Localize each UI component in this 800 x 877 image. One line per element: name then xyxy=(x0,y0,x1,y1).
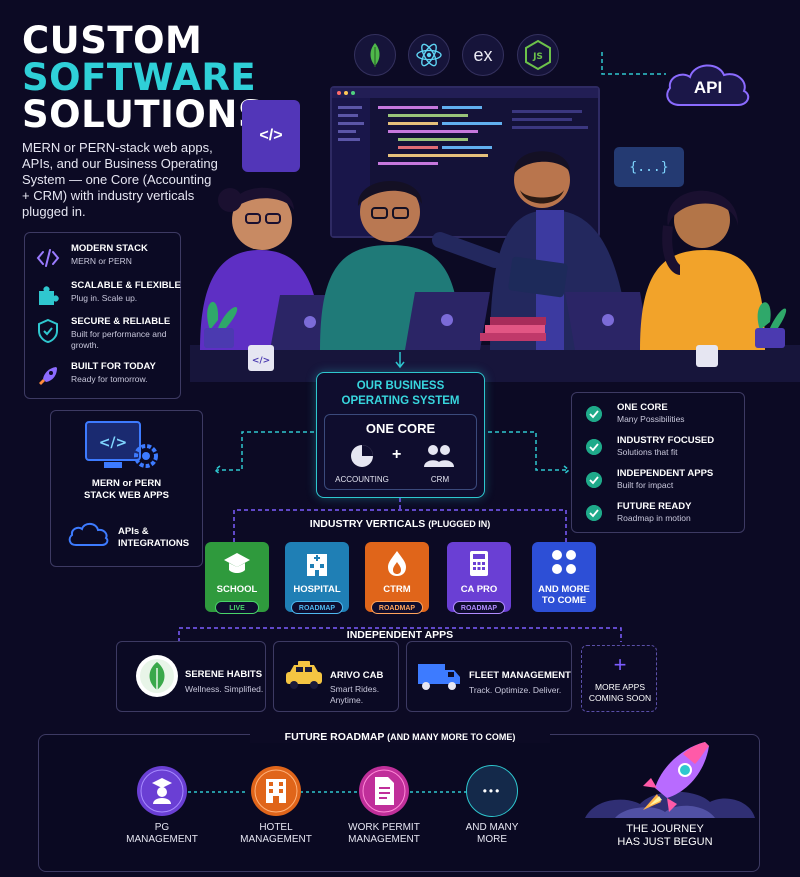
badge-ca-pro: ROADMAP xyxy=(453,601,505,614)
apps-connector xyxy=(178,627,622,642)
vertical-ctrm[interactable]: CTRM xyxy=(365,542,429,612)
title-line-3: SOLUTIONS xyxy=(22,93,265,136)
app-arivo-cab[interactable]: ARIVO CAB Smart Rides.Anytime. xyxy=(273,641,399,712)
os-left-connector xyxy=(213,431,314,475)
rocket-icon xyxy=(39,367,57,385)
api-cloud-icon xyxy=(666,64,750,106)
code-card-icon: </> xyxy=(242,100,300,172)
features-panel: MODERN STACK MERN or PERN SCALABLE & FLE… xyxy=(24,232,181,399)
check-icon xyxy=(586,439,602,455)
verticals-label: INDUSTRY VERTICALS (PLUGGED IN) xyxy=(300,518,500,530)
flame-icon xyxy=(388,551,406,576)
journey-text: THE JOURNEY HAS JUST BEGUN xyxy=(617,823,713,848)
title-line-1: CUSTOM xyxy=(22,19,203,62)
badge-hospital: ROADMAP xyxy=(291,601,343,614)
roadmap-work-permit[interactable] xyxy=(358,765,410,817)
code-brackets-icon xyxy=(36,249,60,267)
leaf-icon xyxy=(136,655,178,697)
feature-modern-stack: MODERN STACK MERN or PERN xyxy=(35,243,180,277)
core-box xyxy=(324,414,477,490)
roadmap-and-more[interactable]: ••• xyxy=(466,765,518,817)
team-illustration: </> xyxy=(190,151,800,382)
title-line-2: SOFTWARE xyxy=(22,56,257,99)
badge-school: LIVE xyxy=(215,601,259,614)
hotel-icon xyxy=(251,766,301,816)
svg-text:</>: </> xyxy=(252,356,270,366)
check-icon xyxy=(586,505,602,521)
business-os-title: OUR BUSINESS OPERATING SYSTEM xyxy=(341,380,460,407)
intro-text: MERN or PERN-stack web apps, APIs, and o… xyxy=(22,140,218,219)
roadmap-pg-management[interactable] xyxy=(136,765,188,817)
accounting-label: ACCOUNTING xyxy=(335,475,389,484)
hospital-icon xyxy=(307,554,327,576)
json-card-icon: {...} xyxy=(614,147,684,187)
shield-icon xyxy=(38,318,58,344)
apps-label: INDEPENDENT APPS xyxy=(330,629,470,641)
scene-to-os-arrow xyxy=(395,352,405,369)
puzzle-icon xyxy=(39,286,59,305)
student-icon xyxy=(137,766,187,816)
developer-4 xyxy=(640,190,765,350)
truck-icon xyxy=(418,664,460,690)
document-icon xyxy=(359,766,409,816)
code-editor-graphic xyxy=(332,88,598,236)
more-apps-card[interactable]: + MORE APPS COMING SOON xyxy=(581,645,657,712)
apis-label: APIs & INTEGRATIONS xyxy=(118,526,190,549)
feature-secure: SECURE & RELIABLE Built for performance … xyxy=(35,316,180,350)
os-right-connector xyxy=(488,431,571,475)
vertical-hospital[interactable]: HOSPITAL xyxy=(285,542,349,612)
plus-icon: + xyxy=(613,652,627,677)
taxi-icon xyxy=(286,661,322,689)
roadmap-label: FUTURE ROADMAP (AND MANY MORE TO COME) xyxy=(250,731,550,743)
benefit-independent-apps: INDEPENDENT APPS Built for impact xyxy=(586,468,741,496)
react-atom-icon xyxy=(408,34,450,76)
page-title: CUSTOM SOFTWARE SOLUTIONS xyxy=(22,22,265,133)
api-connector xyxy=(601,52,666,75)
web-apps-label: MERN or PERN STACK WEB APPS xyxy=(84,478,169,501)
benefit-one-core: ONE CORE Many Possibilities xyxy=(586,402,741,430)
app-serene-habits[interactable]: SERENE HABITS Wellness. Simplified. xyxy=(116,641,266,712)
dots-icon: ••• xyxy=(482,784,502,798)
check-icon xyxy=(586,406,602,422)
crm-label: CRM xyxy=(430,475,450,484)
benefit-industry-focused: INDUSTRY FOCUSED Solutions that fit xyxy=(586,435,741,463)
vertical-school[interactable]: SCHOOL xyxy=(205,542,269,612)
graduation-cap-icon xyxy=(224,553,250,573)
calculator-icon xyxy=(470,551,488,576)
rocket-illustration xyxy=(585,742,755,818)
roadmap-connector xyxy=(188,791,468,793)
badge-ctrm: ROADMAP xyxy=(371,601,423,614)
core-title: ONE CORE xyxy=(365,421,436,436)
roadmap-hotel-management[interactable] xyxy=(250,765,302,817)
nodejs-icon: JS xyxy=(517,34,559,76)
express-icon: ex xyxy=(462,34,504,76)
grid-circles-icon xyxy=(552,550,576,574)
feature-scalable: SCALABLE & FLEXIBLE Plug in. Scale up. xyxy=(35,280,181,314)
benefit-future-ready: FUTURE READY Roadmap in motion xyxy=(586,501,741,529)
monitor-gear-icon: </> xyxy=(85,421,158,468)
cloud-icon xyxy=(68,522,109,546)
users-icon xyxy=(424,445,454,467)
verticals-connector xyxy=(233,498,567,542)
app-fleet-management[interactable]: FLEET MANAGEMENT Track. Optimize. Delive… xyxy=(406,641,572,712)
plus-sign: + xyxy=(392,446,402,463)
svg-text:JS: JS xyxy=(532,52,543,62)
vertical-ca-pro[interactable]: CA PRO xyxy=(447,542,511,612)
check-icon xyxy=(586,472,602,488)
business-os-box xyxy=(316,372,485,498)
pie-chart-icon xyxy=(351,445,373,467)
mongodb-leaf-icon xyxy=(354,34,396,76)
benefits-panel: ONE CORE Many Possibilities INDUSTRY FOC… xyxy=(571,392,745,533)
feature-built-for-today: BUILT FOR TODAY Ready for tomorrow. xyxy=(35,361,180,395)
api-label: API xyxy=(693,78,723,97)
svg-text:</>: </> xyxy=(99,435,128,451)
